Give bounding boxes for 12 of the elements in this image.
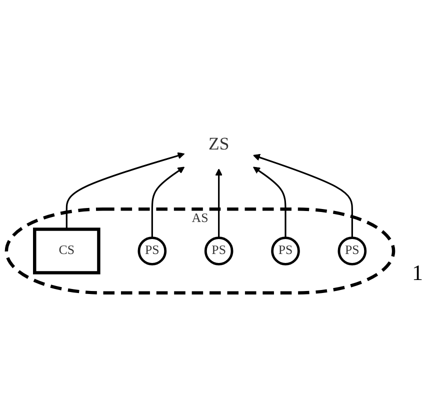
node-box: CS <box>33 228 100 274</box>
node-circle: PS <box>138 236 167 266</box>
arrow <box>215 168 222 238</box>
arrow <box>151 166 185 238</box>
arrow <box>66 152 185 230</box>
node-circle: PS <box>338 236 367 266</box>
node-circle: PS <box>271 236 300 266</box>
arrow <box>253 166 286 238</box>
node-text: ZS <box>208 133 230 154</box>
region-number: 1 <box>412 260 423 286</box>
arrow <box>253 154 353 238</box>
node-circle: PS <box>204 236 234 266</box>
